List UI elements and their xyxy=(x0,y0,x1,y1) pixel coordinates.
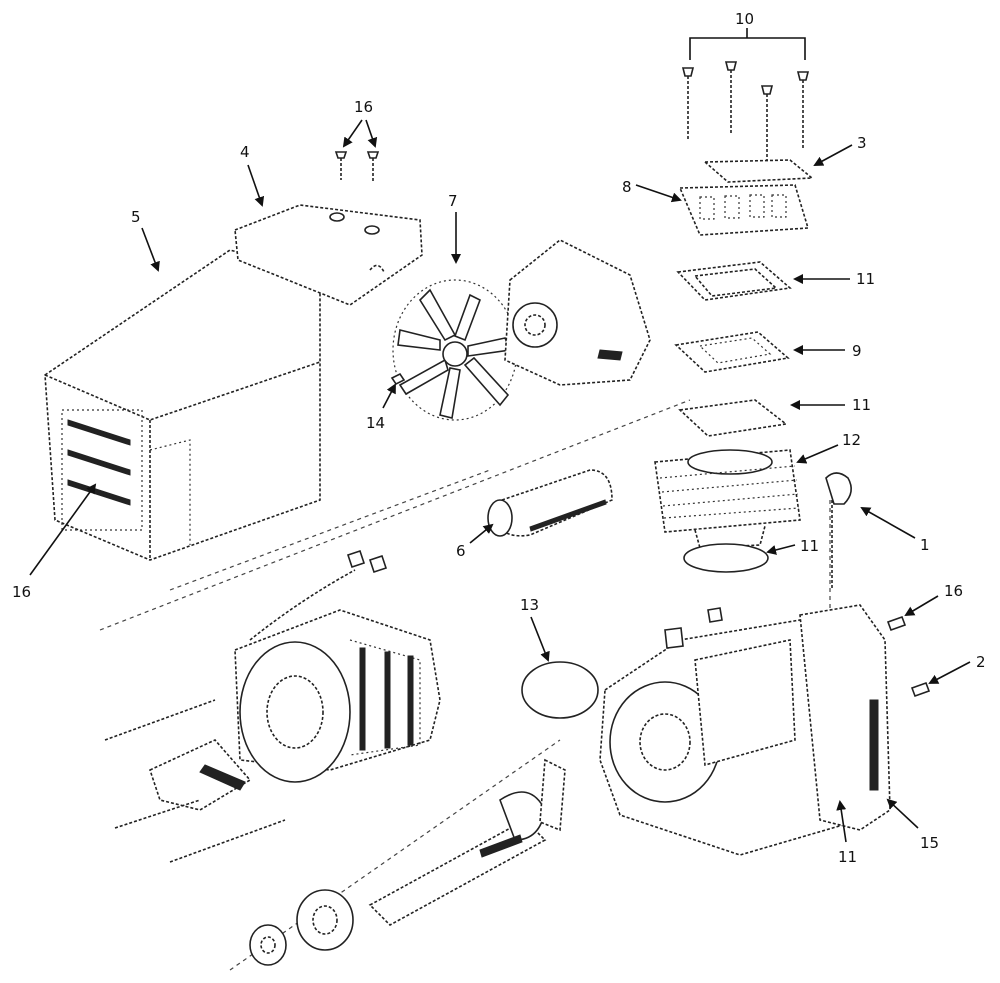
leader-16-right xyxy=(904,595,939,617)
leader-13 xyxy=(530,616,550,662)
part-16-screws-top xyxy=(334,151,380,182)
leader-16-left xyxy=(29,483,97,576)
callout-3: 3 xyxy=(857,134,867,152)
leader-12 xyxy=(796,444,839,464)
callout-10-bracket xyxy=(689,28,806,60)
callouts: 10 3 8 16 4 5 7 11 9 11 14 12 1 6 11 16 xyxy=(12,10,986,866)
fan-housing xyxy=(504,239,651,386)
crankshaft xyxy=(368,758,566,926)
callout-10: 10 xyxy=(735,10,754,28)
part-4-guard xyxy=(234,204,423,306)
part-8-valve-plate xyxy=(678,184,810,236)
callout-4: 4 xyxy=(240,143,250,161)
callout-11-middle: 11 xyxy=(852,396,871,414)
callout-11-lower: 11 xyxy=(800,537,819,555)
assembly-axes xyxy=(99,399,831,971)
motor-assembly xyxy=(234,549,441,783)
motor-end-bell xyxy=(104,699,286,863)
leader-2 xyxy=(928,661,971,684)
leader-6 xyxy=(469,523,494,544)
callout-2: 2 xyxy=(976,653,986,671)
part-6-capacitor xyxy=(487,469,613,537)
part-15-cover xyxy=(799,604,891,831)
callout-5: 5 xyxy=(131,208,141,226)
callout-1: 1 xyxy=(920,536,930,554)
part-11-oring xyxy=(683,543,769,573)
part-1-tube xyxy=(825,472,852,590)
leader-3 xyxy=(813,144,853,166)
part-14-screw xyxy=(390,372,406,386)
part-12-cylinder xyxy=(654,449,801,549)
part-3-gasket xyxy=(702,159,815,183)
callout-6: 6 xyxy=(456,542,466,560)
callout-8: 8 xyxy=(622,178,632,196)
part-7-fan xyxy=(392,279,518,421)
callout-11-bottom: 11 xyxy=(838,848,857,866)
leader-16-top-a xyxy=(342,119,363,148)
callout-16-top: 16 xyxy=(354,98,373,116)
callout-7: 7 xyxy=(448,192,458,210)
callout-9: 9 xyxy=(852,342,862,360)
callout-15: 15 xyxy=(920,834,939,852)
bearings xyxy=(249,889,354,966)
part-9-plate xyxy=(674,331,790,373)
callout-16-right: 16 xyxy=(944,582,963,600)
leader-5 xyxy=(141,227,160,272)
leader-8 xyxy=(635,184,682,203)
leader-1 xyxy=(860,507,916,539)
part-11-gasket-middle xyxy=(678,399,788,437)
part-10-head-bolts xyxy=(681,61,810,160)
part-2-screw xyxy=(910,681,931,698)
leader-16-top-b xyxy=(365,119,378,148)
leader-4 xyxy=(247,164,265,207)
part-5-shroud xyxy=(44,249,321,561)
callout-13: 13 xyxy=(520,596,539,614)
part-16-screw-right xyxy=(886,615,907,632)
gasket-top-inner xyxy=(693,268,778,297)
callout-11-top: 11 xyxy=(856,270,875,288)
leader-15 xyxy=(886,798,919,829)
callout-14: 14 xyxy=(366,414,385,432)
callout-16-left: 16 xyxy=(12,583,31,601)
leader-11-bottom xyxy=(836,800,847,843)
part-13-seal xyxy=(521,661,599,719)
callout-12: 12 xyxy=(842,431,861,449)
leader-14 xyxy=(382,383,396,409)
leader-11-lower xyxy=(766,544,796,555)
